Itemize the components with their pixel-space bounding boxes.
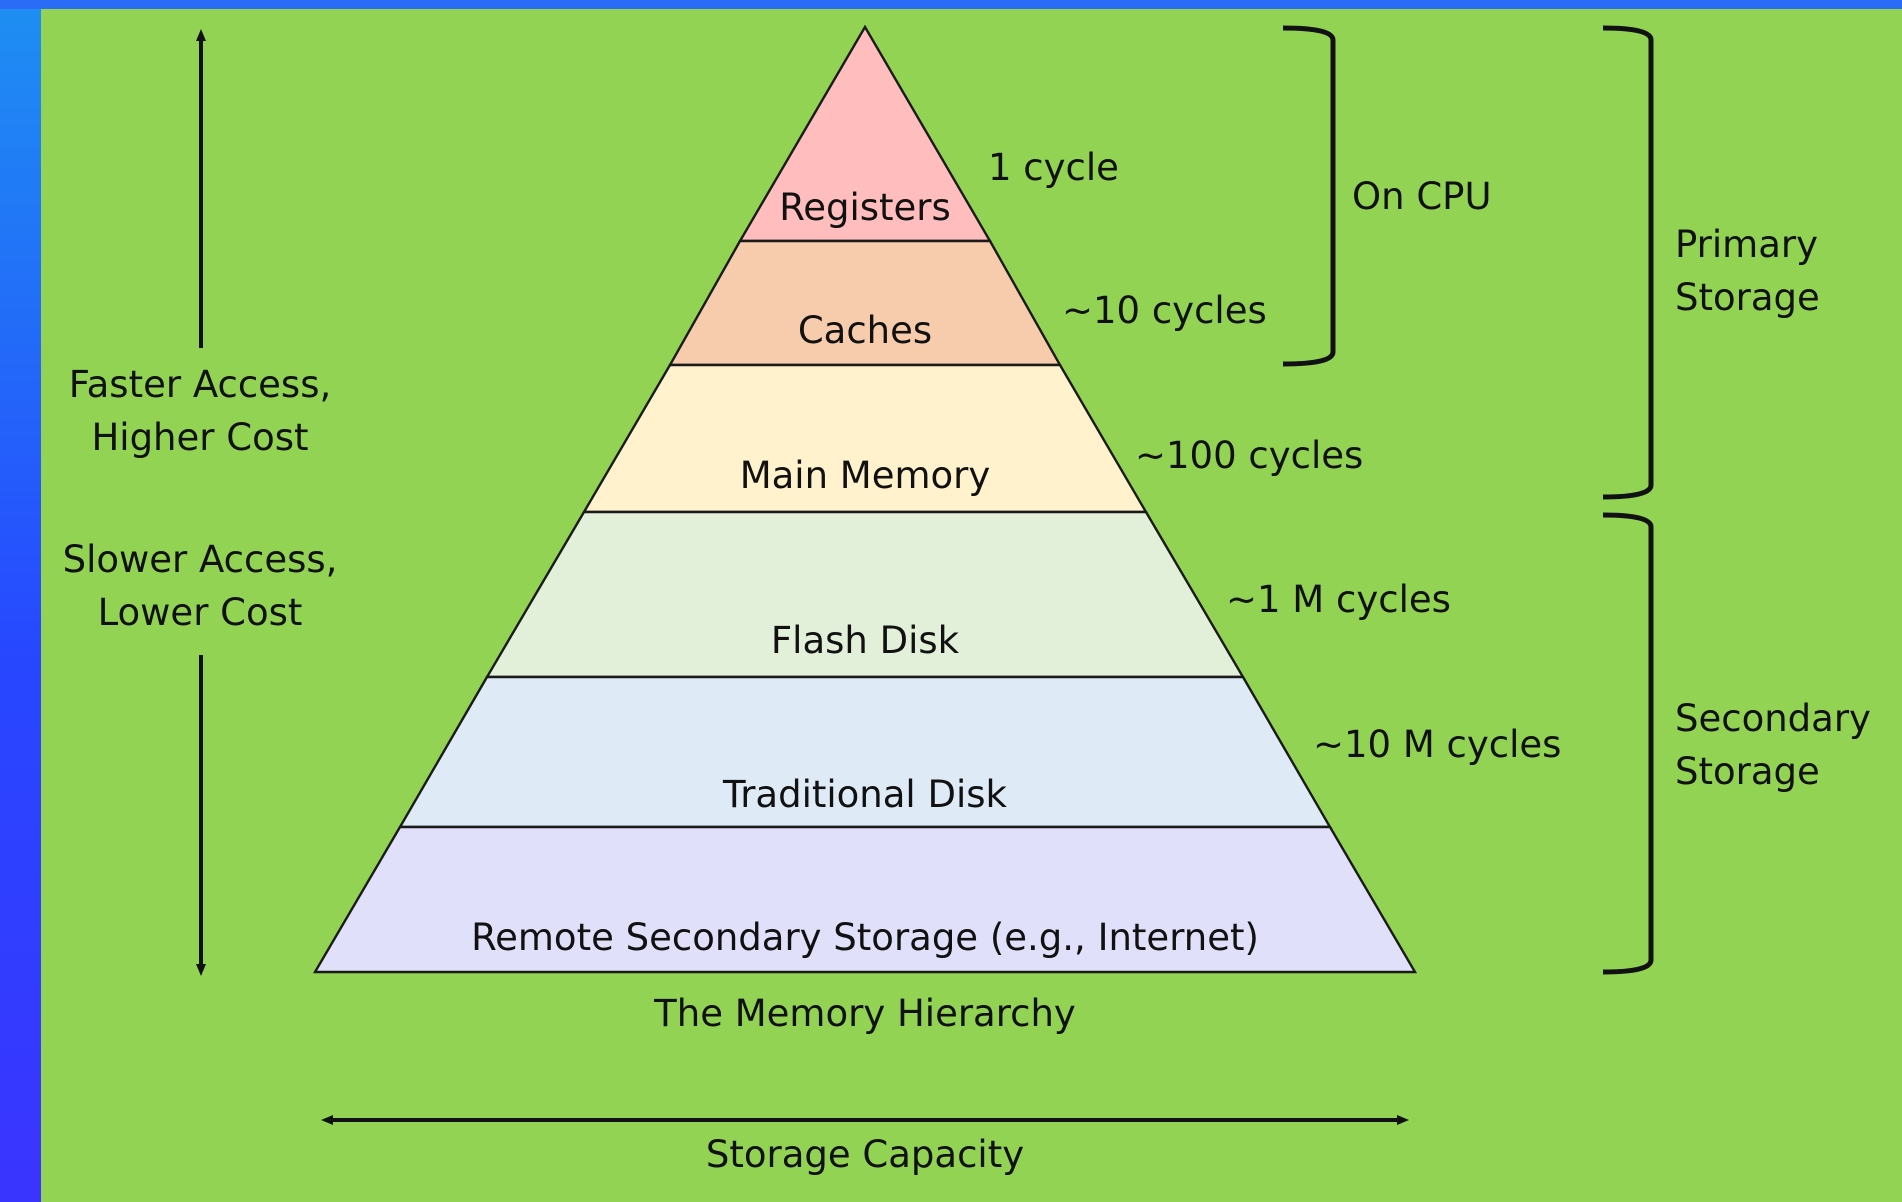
secondary-storage-label-line1: Secondary	[1675, 697, 1871, 740]
primary-storage-label-line1: Primary	[1675, 223, 1818, 266]
pyramid	[312, 24, 1418, 974]
top-frame-strip	[0, 0, 1902, 9]
on-cpu-bracket	[1282, 25, 1336, 367]
layer-label-main-memory: Main Memory	[740, 454, 991, 497]
secondary-storage-label-line2: Storage	[1675, 750, 1820, 793]
faster-access-label-line2: Higher Cost	[91, 416, 308, 459]
diagram-title: The Memory Hierarchy	[653, 992, 1076, 1035]
layer-label-remote-storage: Remote Secondary Storage (e.g., Internet…	[471, 916, 1259, 959]
cycles-main-memory: ~100 cycles	[1135, 434, 1363, 477]
storage-capacity-label: Storage Capacity	[706, 1133, 1024, 1176]
cycles-registers: 1 cycle	[988, 146, 1119, 189]
layer-label-registers: Registers	[779, 186, 951, 229]
primary-storage-bracket	[1602, 25, 1654, 500]
slower-access-label-line2: Lower Cost	[98, 591, 303, 634]
cycles-caches: ~10 cycles	[1062, 289, 1267, 332]
layer-remote-storage	[312, 825, 1418, 974]
layer-label-flash-disk: Flash Disk	[771, 619, 960, 662]
layer-label-caches: Caches	[798, 309, 932, 352]
cycles-flash-disk: ~1 M cycles	[1226, 578, 1451, 621]
faster-access-label-line1: Faster Access,	[69, 363, 332, 406]
secondary-storage-bracket	[1602, 512, 1654, 975]
cycles-traditional-disk: ~10 M cycles	[1313, 723, 1561, 766]
slower-access-label-line1: Slower Access,	[63, 538, 338, 581]
on-cpu-label: On CPU	[1352, 175, 1492, 218]
layer-label-traditional-disk: Traditional Disk	[722, 773, 1007, 816]
primary-storage-label-line2: Storage	[1675, 276, 1820, 319]
